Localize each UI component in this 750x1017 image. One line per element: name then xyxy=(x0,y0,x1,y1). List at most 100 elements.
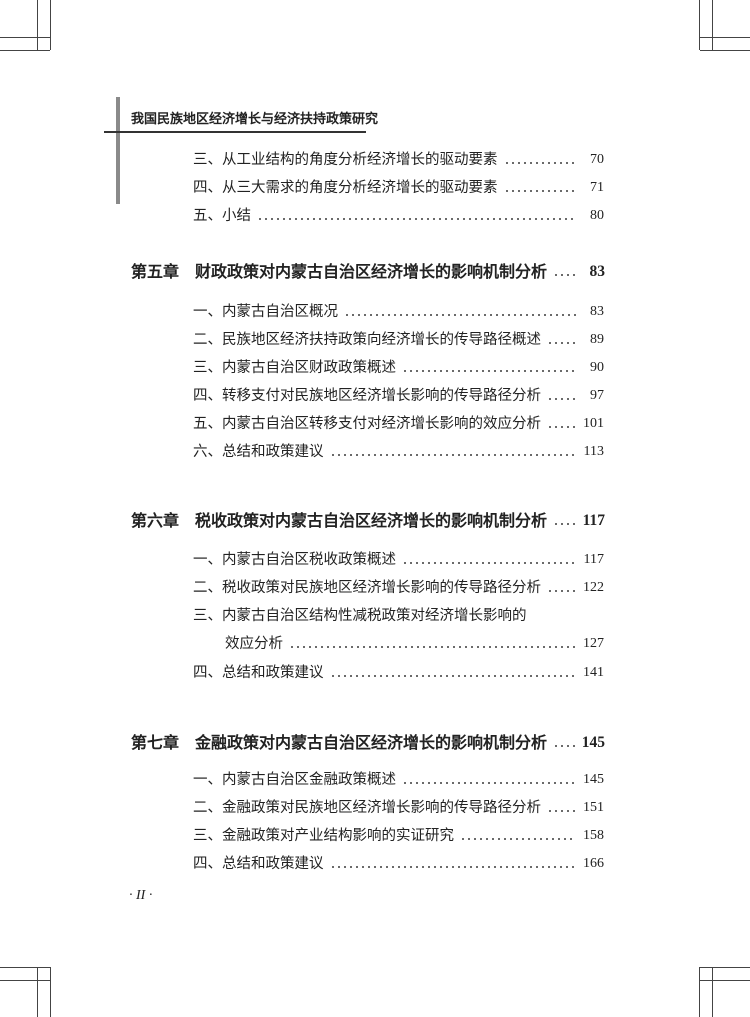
toc-item-title: 三、内蒙古自治区财政政策概述 xyxy=(193,360,396,376)
crop-mark xyxy=(700,967,750,968)
chapter-page: 145 xyxy=(581,734,605,751)
toc-chapter[interactable]: 第六章 税收政策对内蒙古自治区经济增长的影响机制分析 117 xyxy=(131,509,605,533)
toc-item-title: 三、内蒙古自治区结构性减税政策对经济增长影响的 xyxy=(193,608,527,624)
toc-leader xyxy=(402,782,576,784)
toc-item[interactable]: 一、内蒙古自治区金融政策概述 145 xyxy=(193,768,604,792)
toc-item-page: 166 xyxy=(583,856,604,871)
toc-item[interactable]: 四、转移支付对民族地区经济增长影响的传导路径分析 97 xyxy=(193,384,604,408)
toc-item[interactable]: 一、内蒙古自治区税收政策概述 117 xyxy=(193,548,604,572)
toc-leader xyxy=(329,675,576,677)
toc-item-continuation[interactable]: 效应分析 127 xyxy=(225,632,604,656)
toc-item[interactable]: 五、小结 80 xyxy=(193,204,604,228)
crop-mark xyxy=(712,967,713,1017)
toc-leader xyxy=(402,562,576,564)
toc-leader xyxy=(329,454,576,456)
crop-mark xyxy=(699,0,700,50)
crop-mark xyxy=(0,37,50,38)
toc-item-page: 101 xyxy=(583,416,604,431)
toc-leader xyxy=(344,314,576,316)
toc-item-page: 80 xyxy=(590,208,604,223)
toc-item[interactable]: 二、税收政策对民族地区经济增长影响的传导路径分析 122 xyxy=(193,576,604,600)
toc-item-title: 四、转移支付对民族地区经济增长影响的传导路径分析 xyxy=(193,388,541,404)
running-head: 我国民族地区经济增长与经济扶持政策研究 xyxy=(131,112,379,127)
toc-item-title: 四、总结和政策建议 xyxy=(193,856,324,872)
toc-leader xyxy=(329,866,576,868)
toc-leader xyxy=(289,646,576,648)
toc-item-page: 151 xyxy=(583,800,604,815)
toc-chapter[interactable]: 第七章 金融政策对内蒙古自治区经济增长的影响机制分析 145 xyxy=(131,731,605,755)
toc-item[interactable]: 四、总结和政策建议 141 xyxy=(193,661,604,685)
toc-item-title: 效应分析 xyxy=(225,636,283,652)
crop-mark xyxy=(37,967,38,1017)
chapter-title: 税收政策对内蒙古自治区经济增长的影响机制分析 xyxy=(195,511,548,530)
crop-mark xyxy=(712,0,713,50)
toc-item[interactable]: 二、民族地区经济扶持政策向经济增长的传导路径概述 89 xyxy=(193,328,604,352)
toc-item-page: 117 xyxy=(583,552,604,567)
crop-mark xyxy=(37,0,38,50)
crop-mark xyxy=(700,50,750,51)
chapter-page: 117 xyxy=(582,512,605,529)
chapter-number: 第五章 xyxy=(131,262,180,281)
toc-item-page: 158 xyxy=(583,828,604,843)
toc-item[interactable]: 三、内蒙古自治区财政政策概述 90 xyxy=(193,356,604,380)
toc-item-title: 三、金融政策对产业结构影响的实证研究 xyxy=(193,828,454,844)
toc-item-title: 四、总结和政策建议 xyxy=(193,665,324,681)
toc-item-page: 145 xyxy=(583,772,604,787)
toc-item[interactable]: 三、内蒙古自治区结构性减税政策对经济增长影响的 xyxy=(193,604,604,628)
crop-mark xyxy=(0,50,50,51)
toc-item-page: 122 xyxy=(583,580,604,595)
toc-item[interactable]: 三、从工业结构的角度分析经济增长的驱动要素 70 xyxy=(193,148,604,172)
toc-item-title: 一、内蒙古自治区概况 xyxy=(193,304,338,320)
crop-mark xyxy=(700,980,750,981)
chapter-page: 83 xyxy=(589,263,606,280)
toc-item-title: 二、金融政策对民族地区经济增长影响的传导路径分析 xyxy=(193,800,541,816)
toc-item[interactable]: 一、内蒙古自治区概况 83 xyxy=(193,300,604,324)
toc-item-page: 71 xyxy=(590,180,604,195)
crop-mark xyxy=(50,967,51,1017)
toc-item[interactable]: 三、金融政策对产业结构影响的实证研究 158 xyxy=(193,824,604,848)
header-rule xyxy=(104,131,366,133)
toc-chapter[interactable]: 第五章 财政政策对内蒙古自治区经济增长的影响机制分析 83 xyxy=(131,260,605,284)
toc-item[interactable]: 六、总结和政策建议 113 xyxy=(193,440,604,464)
toc-item-page: 89 xyxy=(590,332,604,347)
crop-mark xyxy=(699,967,700,1017)
header-accent-bar xyxy=(116,97,120,204)
page-folio: · II · xyxy=(129,888,153,903)
toc-item-page: 127 xyxy=(583,636,604,651)
toc-item-page: 70 xyxy=(590,152,604,167)
toc-item-title: 五、小结 xyxy=(193,208,251,224)
toc-item-page: 83 xyxy=(590,304,604,319)
toc-item[interactable]: 四、总结和政策建议 166 xyxy=(193,852,604,876)
toc-leader xyxy=(553,745,576,747)
toc-item-page: 90 xyxy=(590,360,604,375)
toc-leader xyxy=(547,342,576,344)
toc-item-title: 一、内蒙古自治区税收政策概述 xyxy=(193,552,396,568)
crop-mark xyxy=(700,37,750,38)
toc-item[interactable]: 四、从三大需求的角度分析经济增长的驱动要素 71 xyxy=(193,176,604,200)
toc-item-page: 113 xyxy=(583,444,604,459)
toc-leader xyxy=(547,810,576,812)
toc-leader xyxy=(553,274,577,276)
toc-item-title: 四、从三大需求的角度分析经济增长的驱动要素 xyxy=(193,180,498,196)
toc-item[interactable]: 五、内蒙古自治区转移支付对经济增长影响的效应分析 101 xyxy=(193,412,604,436)
toc-item-title: 五、内蒙古自治区转移支付对经济增长影响的效应分析 xyxy=(193,416,541,432)
crop-mark xyxy=(50,0,51,50)
toc-item-page: 97 xyxy=(590,388,604,403)
toc-item-title: 一、内蒙古自治区金融政策概述 xyxy=(193,772,396,788)
crop-mark xyxy=(0,967,50,968)
toc-leader xyxy=(503,162,576,164)
toc-item[interactable]: 二、金融政策对民族地区经济增长影响的传导路径分析 151 xyxy=(193,796,604,820)
crop-mark xyxy=(0,980,50,981)
toc-leader xyxy=(460,838,576,840)
toc-item-title: 二、民族地区经济扶持政策向经济增长的传导路径概述 xyxy=(193,332,541,348)
toc-leader xyxy=(547,590,576,592)
toc-leader xyxy=(547,398,576,400)
chapter-title: 财政政策对内蒙古自治区经济增长的影响机制分析 xyxy=(195,262,548,281)
toc-item-title: 六、总结和政策建议 xyxy=(193,444,324,460)
toc-item-page: 141 xyxy=(583,665,604,680)
toc-item-title: 三、从工业结构的角度分析经济增长的驱动要素 xyxy=(193,152,498,168)
toc-leader xyxy=(553,523,577,525)
toc-leader xyxy=(257,218,576,220)
toc-leader xyxy=(547,426,576,428)
chapter-number: 第七章 xyxy=(131,733,180,752)
